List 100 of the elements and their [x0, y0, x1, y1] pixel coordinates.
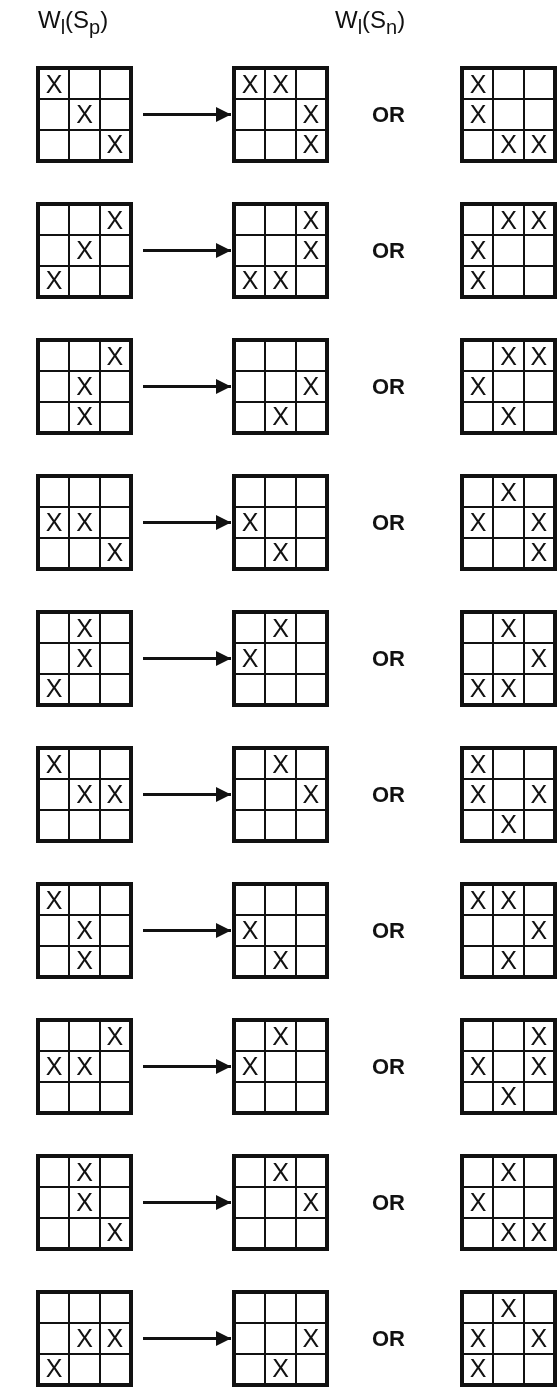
arrow [143, 651, 231, 666]
grid-cell: X [463, 1187, 494, 1218]
grid-cell [493, 1323, 524, 1354]
grid [232, 1018, 329, 1115]
grid-cell [235, 401, 266, 432]
grid-cell [265, 235, 296, 266]
grid-cell: X [493, 129, 524, 160]
grid-cell [295, 477, 326, 508]
grid-cell [39, 945, 70, 976]
grid-cell [235, 945, 266, 976]
arrow [143, 107, 231, 122]
grid-cell: X [39, 885, 70, 916]
grid-cell [295, 915, 326, 946]
grid-cell: X [235, 265, 266, 296]
or-label: OR [372, 918, 405, 944]
grid-cell: X [265, 69, 296, 100]
grid-cell: X [265, 265, 296, 296]
grid-cell [265, 643, 296, 674]
grid-cell [39, 205, 70, 236]
grid-cell: X [39, 265, 70, 296]
grid-cell: X [463, 673, 494, 704]
grid-cell [235, 673, 266, 704]
grid-cell: X [523, 779, 554, 810]
grid-cell: X [39, 69, 70, 100]
grid-cell: X [235, 643, 266, 674]
arrow [143, 787, 231, 802]
grid-cell [69, 1081, 100, 1112]
grid [232, 474, 329, 571]
grid-cell: X [463, 1353, 494, 1384]
grid-cell: X [69, 1323, 100, 1354]
grid-cell [235, 1021, 266, 1052]
grid-cell [99, 99, 130, 130]
grid-cell: X [69, 945, 100, 976]
grid-cell [295, 401, 326, 432]
grid-cell [463, 1021, 494, 1052]
grid-cell [39, 235, 70, 266]
grid-cell [235, 235, 266, 266]
grid-cell: X [99, 1021, 130, 1052]
grid-cell: X [99, 1217, 130, 1248]
grid-cell: X [235, 915, 266, 946]
grid-cell [265, 1187, 296, 1218]
grid-cell: X [69, 1051, 100, 1082]
grid-cell [463, 401, 494, 432]
grid-cell: X [265, 401, 296, 432]
grid-cell [235, 1353, 266, 1384]
grid-cell: X [295, 1323, 326, 1354]
grid-cell [463, 643, 494, 674]
grid-cell: X [463, 99, 494, 130]
grid-cell [523, 69, 554, 100]
arrow [143, 1331, 231, 1346]
grid-cell [295, 945, 326, 976]
grid-cell: X [523, 1051, 554, 1082]
or-label: OR [372, 102, 405, 128]
grid-cell: X [295, 129, 326, 160]
grid-cell: X [463, 1323, 494, 1354]
grid-cell: X [463, 265, 494, 296]
grid-cell: X [493, 1293, 524, 1324]
grid-cell: X [69, 1157, 100, 1188]
grid-cell: X [295, 1187, 326, 1218]
grid-cell [99, 1157, 130, 1188]
grid-cell [265, 1323, 296, 1354]
grid [460, 1154, 557, 1251]
grid-cell [99, 885, 130, 916]
grid-cell [99, 1081, 130, 1112]
grid-cell: X [69, 371, 100, 402]
grid-cell [235, 1323, 266, 1354]
grid-cell: X [523, 1021, 554, 1052]
grid-cell: X [493, 885, 524, 916]
grid-cell [493, 1051, 524, 1082]
grid-cell [39, 477, 70, 508]
grid-cell: X [99, 1323, 130, 1354]
grid-cell: X [69, 613, 100, 644]
grid-cell: X [265, 945, 296, 976]
grid-cell: X [265, 749, 296, 780]
grid-cell [265, 915, 296, 946]
grid-cell [463, 205, 494, 236]
grid-cell: X [265, 537, 296, 568]
grid-cell: X [39, 673, 70, 704]
arrow [143, 379, 231, 394]
grid-cell [493, 643, 524, 674]
grid-cell [493, 507, 524, 538]
grid-cell: X [523, 341, 554, 372]
grid-cell: X [523, 915, 554, 946]
column-heading: W$_{l}$(S$_{p}$) [38, 6, 109, 39]
grid-cell [69, 673, 100, 704]
grid-cell [235, 1157, 266, 1188]
grid-cell [99, 1293, 130, 1324]
arrow [143, 515, 231, 530]
or-label: OR [372, 646, 405, 672]
grid-cell: X [523, 1323, 554, 1354]
grid [460, 474, 557, 571]
grid-cell: X [69, 507, 100, 538]
grid-cell: X [493, 341, 524, 372]
grid-cell [523, 371, 554, 402]
grid-cell [523, 265, 554, 296]
grid-cell [295, 809, 326, 840]
grid [232, 338, 329, 435]
grid [460, 882, 557, 979]
grid-cell: X [523, 643, 554, 674]
grid-cell [493, 915, 524, 946]
